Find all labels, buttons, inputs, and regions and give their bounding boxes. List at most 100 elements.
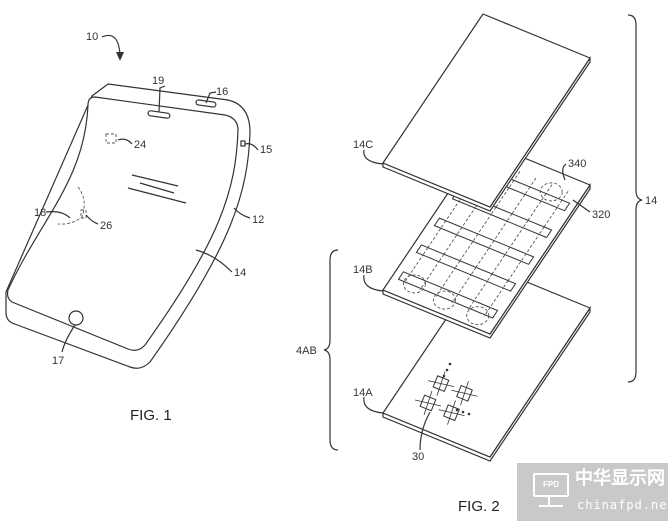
- sense-crossing: [456, 227, 463, 236]
- leader-18: [45, 211, 71, 219]
- label-15: 15: [260, 144, 272, 156]
- label-14A: 14A: [353, 387, 373, 399]
- label-14B: 14B: [353, 264, 373, 276]
- label-14-stack: 14: [645, 195, 657, 207]
- ellipsis-dot: [461, 410, 465, 414]
- pixel-col-line: [447, 400, 456, 425]
- label-16: 16: [216, 86, 228, 98]
- sense-crossing: [438, 253, 445, 262]
- sense-crossing: [538, 226, 545, 235]
- brace-14: [627, 14, 643, 383]
- leader-12: [233, 207, 251, 219]
- sense-crossing: [470, 267, 477, 276]
- leader-17: [61, 324, 76, 353]
- pixel-col-line: [460, 381, 469, 406]
- sense-crossing: [454, 260, 461, 269]
- watermark-site: chinafpd.net: [577, 498, 668, 512]
- sense-crossing: [488, 240, 495, 249]
- monitor-icon: FPD: [533, 473, 569, 497]
- receiver-slot: [147, 110, 171, 119]
- watermark-badge: FPD: [543, 480, 559, 489]
- sense-crossing: [502, 280, 509, 289]
- touch-region-340: [466, 306, 490, 326]
- display-text-lines: [127, 174, 187, 204]
- ellipsis-dot: [445, 368, 449, 372]
- ellipsis-dot: [448, 362, 452, 366]
- sense-crossing: [520, 253, 527, 262]
- sense-crossing: [468, 300, 475, 309]
- sense-crossing: [508, 180, 515, 189]
- label-19: 19: [152, 75, 164, 87]
- sense-crossing: [556, 199, 563, 208]
- label-30: 30: [412, 451, 424, 463]
- label-14C: 14C: [353, 139, 373, 151]
- drive-electrode-row: [433, 217, 535, 265]
- leader-320: [572, 199, 591, 213]
- sense-crossing: [452, 293, 459, 302]
- sense-crossing: [486, 273, 493, 282]
- leader-14A: [363, 396, 384, 414]
- leader-15: [244, 143, 259, 151]
- sense-crossing: [524, 186, 531, 195]
- leader-14C: [363, 149, 384, 165]
- layer-14C-plate: [382, 13, 591, 212]
- fig2-stack: 14C 14B 14A 340 320 14 4AB 30 FIG. 2: [296, 13, 657, 515]
- monitor-stand: [548, 497, 560, 505]
- component-26: [80, 209, 87, 219]
- sense-crossing: [436, 287, 443, 296]
- sense-crossing: [504, 246, 511, 255]
- ellipsis-dot: [467, 412, 471, 416]
- fig2-caption: FIG. 2: [458, 498, 500, 515]
- fig1-caption: FIG. 1: [130, 407, 172, 424]
- fig1-arrow-head: [116, 52, 124, 61]
- fig1-phone: 10 19 16 15 24 18 26 12 14 17 FIG. 1: [5, 31, 272, 424]
- layer-14C-face: [382, 13, 591, 208]
- label-4AB: 4AB: [296, 345, 317, 357]
- leader-30: [419, 411, 431, 451]
- label-340: 340: [568, 158, 586, 170]
- label-12: 12: [252, 214, 264, 226]
- pixel-col-line: [423, 390, 433, 416]
- region-18-outline: [57, 186, 85, 225]
- ellipsis-dot: [442, 374, 446, 378]
- monitor-base: [539, 505, 563, 507]
- leader-340: [562, 163, 567, 181]
- touch-region-340: [402, 274, 426, 294]
- leader-26: [85, 214, 99, 225]
- leader-14B: [363, 274, 384, 292]
- pixel-array: [414, 362, 478, 425]
- sense-crossing: [422, 247, 429, 256]
- sense-crossing: [484, 307, 491, 316]
- leader-16: [205, 91, 217, 104]
- touch-region-340: [433, 290, 456, 310]
- drive-electrode-row: [415, 244, 517, 292]
- label-10: 10: [86, 31, 98, 43]
- ellipsis-dot: [455, 408, 459, 412]
- watermark-chinese: 中华显示网: [575, 468, 665, 489]
- sense-crossing: [506, 213, 513, 222]
- sense-crossing: [540, 193, 547, 202]
- home-button: [68, 310, 84, 326]
- leader-24: [117, 138, 133, 145]
- sensor-region: [105, 133, 117, 144]
- layer-14A-face: [382, 263, 591, 458]
- label-26: 26: [100, 220, 112, 232]
- drive-electrode-row: [397, 271, 499, 319]
- sense-crossing: [472, 233, 479, 242]
- label-24: 24: [134, 139, 146, 151]
- leader-14: [195, 249, 233, 273]
- label-17: 17: [52, 355, 64, 367]
- label-14: 14: [234, 267, 246, 279]
- touch-region-340: [539, 182, 563, 202]
- leader-19: [158, 85, 166, 113]
- watermark: FPD 中华显示网 chinafpd.net: [517, 463, 668, 521]
- label-320: 320: [592, 209, 610, 221]
- fig1-arrow: [101, 34, 121, 55]
- brace-4AB: [323, 249, 339, 451]
- sense-crossing: [440, 220, 447, 229]
- sense-crossing: [522, 220, 529, 229]
- sense-crossing: [490, 206, 497, 215]
- phone-display-face: [6, 96, 239, 351]
